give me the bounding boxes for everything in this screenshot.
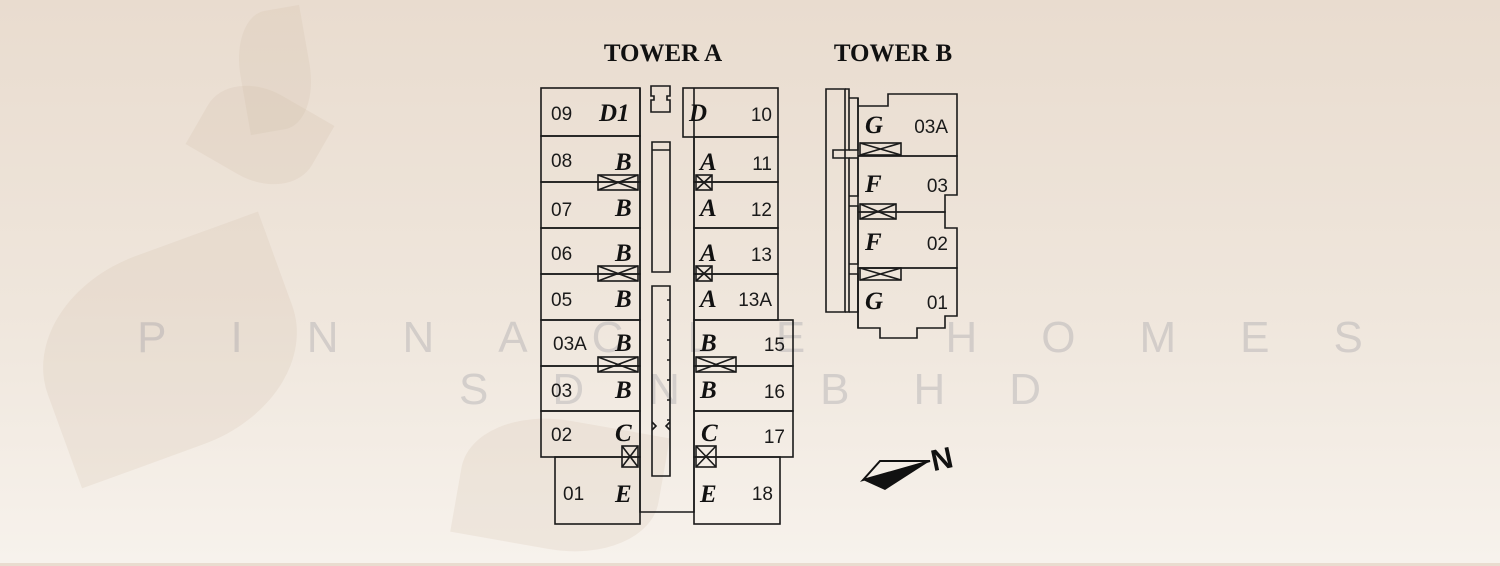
unit-number: 05 (551, 290, 572, 311)
unit-type: E (699, 481, 717, 508)
tower-a-plan: 09 D1 08 B 07 B 06 B 05 B 03A B 03 B 02 … (540, 85, 794, 525)
unit-type: A (698, 240, 717, 267)
unit-number: 08 (551, 151, 572, 172)
unit-number: 02 (927, 234, 948, 255)
unit-type: F (864, 229, 882, 256)
unit-number: 03 (927, 176, 948, 197)
unit-number: 09 (551, 104, 572, 125)
unit-number: 13A (738, 290, 772, 311)
unit-number: 12 (751, 200, 772, 221)
north-arrow-icon: N (859, 441, 956, 490)
service-shaft-icon (597, 174, 737, 468)
unit-number: 16 (764, 382, 785, 403)
tower-a-right-labels: D 10 A 11 A 12 A 13 A 13A B 15 B 16 C 17… (688, 100, 785, 508)
tower-b-plan: G 03A F 03 F 02 G 01 (825, 88, 958, 339)
tower-a-left-labels: 09 D1 08 B 07 B 06 B 05 B 03A B 03 B 02 … (551, 100, 632, 508)
unit-number: 15 (764, 335, 785, 356)
unit-number: 18 (752, 484, 773, 505)
unit-number: 02 (551, 425, 572, 446)
unit-type: B (614, 330, 632, 357)
unit-number: 10 (751, 105, 772, 126)
unit-type: F (864, 171, 882, 198)
tower-a-title: TOWER A (604, 40, 722, 67)
service-shaft-icon (859, 142, 902, 281)
unit-type: B (614, 149, 632, 176)
unit-number: 06 (551, 244, 572, 265)
unit-number: 01 (563, 484, 584, 505)
unit-number: 13 (751, 245, 772, 266)
tower-b-title: TOWER B (834, 40, 952, 67)
unit-a-18 (693, 456, 781, 525)
unit-number: 03A (914, 117, 948, 138)
unit-type: C (701, 420, 718, 447)
unit-number: 03A (553, 334, 587, 355)
unit-type: A (698, 195, 717, 222)
unit-type: B (614, 377, 632, 404)
unit-type: B (614, 286, 632, 313)
watermark-line-2: SDN BHD (459, 365, 1106, 414)
unit-type: D (688, 100, 707, 127)
unit-type: C (615, 420, 632, 447)
unit-type: G (865, 288, 883, 315)
unit-type: B (699, 377, 717, 404)
unit-type: B (614, 195, 632, 222)
watermark-line-1: PINNACLE HOMES (137, 313, 1427, 362)
unit-number: 07 (551, 200, 572, 221)
unit-number: 03 (551, 381, 572, 402)
north-label: N (928, 441, 956, 478)
unit-number: 11 (752, 154, 772, 175)
unit-number: 01 (927, 293, 948, 314)
unit-type: E (614, 481, 632, 508)
unit-type: B (614, 240, 632, 267)
unit-type: B (699, 330, 717, 357)
unit-type: D1 (598, 100, 630, 127)
unit-type: A (698, 286, 717, 313)
tower-b-labels: G 03A F 03 F 02 G 01 (864, 112, 948, 315)
unit-type: G (865, 112, 883, 139)
unit-number: 17 (764, 427, 785, 448)
unit-a-01 (554, 456, 641, 525)
unit-type: A (698, 149, 717, 176)
